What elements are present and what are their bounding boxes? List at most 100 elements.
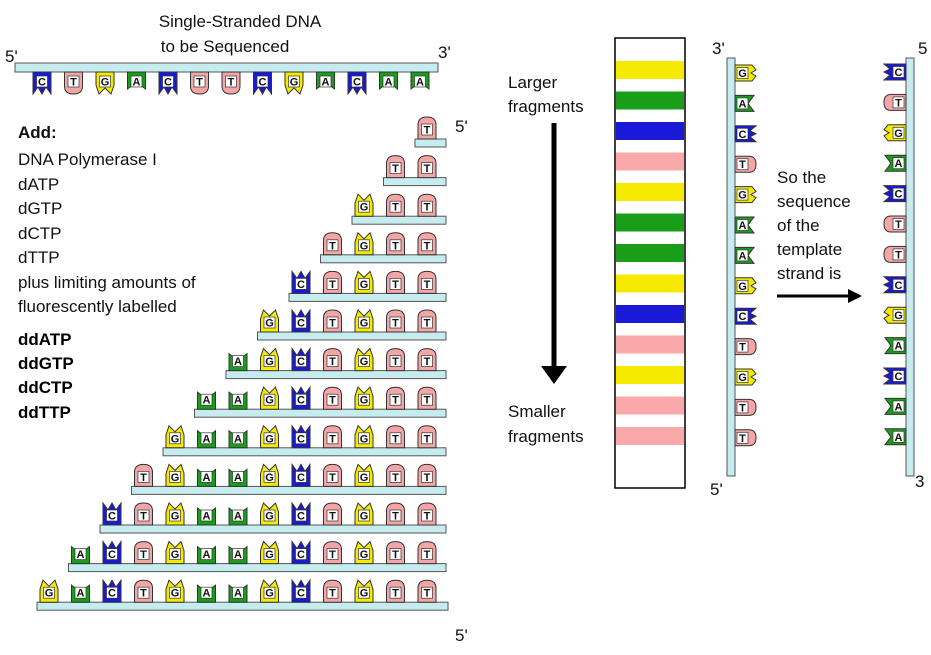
base-letter: T	[424, 125, 431, 137]
base-letter: C	[895, 67, 903, 79]
base-letter: G	[265, 433, 274, 445]
base-letter: T	[329, 356, 336, 368]
thymine-base: T	[134, 579, 153, 603]
conclusion-line: of the	[777, 216, 820, 235]
base-letter: T	[392, 163, 399, 175]
base-letter: T	[329, 279, 336, 291]
thymine-base: T	[386, 579, 405, 603]
base-letter: T	[739, 433, 746, 445]
guanine-base: G	[354, 347, 374, 372]
base-letter: G	[360, 356, 369, 368]
base-letter: C	[108, 549, 116, 561]
thymine-base: T	[323, 386, 342, 410]
guanine-base: G	[354, 463, 374, 487]
cytosine-base: C	[291, 308, 311, 333]
base-letter: G	[360, 588, 369, 600]
conclusion-line: strand is	[777, 264, 841, 283]
base-letter: T	[392, 240, 399, 252]
gel-band	[616, 335, 684, 354]
base-letter: T	[392, 549, 399, 561]
cytosine-base: C	[291, 501, 311, 526]
thymine-base: T	[417, 502, 437, 526]
base-letter: T	[424, 395, 431, 407]
base-letter: C	[297, 549, 305, 561]
cytosine-base: C	[291, 385, 311, 410]
cytosine-base: C	[102, 578, 122, 603]
thymine-base: T	[134, 502, 153, 526]
cytosine-base: C	[102, 501, 122, 526]
base-letter: T	[895, 249, 902, 261]
base-letter: A	[895, 158, 903, 170]
base-letter: C	[739, 311, 747, 323]
base-letter: G	[894, 310, 903, 322]
gel-band	[616, 274, 684, 293]
adenine-base: A	[228, 584, 248, 603]
thymine-base: T	[417, 386, 437, 410]
guanine-base: G	[734, 277, 757, 295]
adenine-base: A	[228, 352, 248, 372]
thymine-base: T	[386, 541, 405, 565]
base-letter: G	[360, 318, 369, 330]
cytosine-base: C	[253, 71, 272, 96]
cytosine-base: C	[291, 578, 311, 603]
guanine-base: G	[734, 186, 757, 204]
base-letter: G	[738, 372, 747, 384]
fragment-strand	[68, 563, 447, 573]
base-letter: G	[171, 588, 180, 600]
adenine-base: A	[197, 545, 216, 565]
thymine-base: T	[417, 541, 437, 565]
thymine-base: T	[734, 429, 757, 447]
base-letter: A	[385, 77, 393, 89]
adenine-base: A	[197, 506, 216, 526]
thymine-base: T	[323, 232, 342, 256]
guanine-base: G	[354, 309, 374, 333]
read-3prime-label: 3'	[712, 39, 725, 58]
gel-band	[616, 305, 684, 323]
base-letter: G	[265, 511, 274, 523]
adenine-base: A	[884, 337, 907, 355]
base-letter: A	[416, 77, 424, 89]
base-letter: T	[739, 159, 746, 171]
size-arrow-head	[541, 366, 567, 384]
fragment-strand	[257, 331, 447, 341]
adenine-base: A	[197, 584, 216, 603]
thymine-base: T	[64, 71, 83, 95]
guanine-base: G	[354, 502, 374, 526]
base-letter: G	[360, 549, 369, 561]
thymine-base: T	[417, 425, 437, 449]
guanine-base: G	[260, 424, 279, 449]
adenine-base: A	[734, 94, 755, 112]
guanine-base: G	[260, 540, 279, 565]
thymine-base: T	[417, 116, 437, 140]
title-line-2: to be Sequenced	[161, 37, 290, 56]
base-letter: A	[234, 433, 242, 445]
cytosine-base: C	[734, 307, 758, 325]
base-letter: A	[234, 356, 242, 368]
base-letter: C	[739, 129, 747, 141]
fragment-strand	[162, 447, 447, 457]
cytosine-base: C	[102, 540, 122, 565]
base-letter: T	[140, 588, 147, 600]
reagent-item: dATP	[18, 175, 59, 194]
base-letter: C	[297, 588, 305, 600]
thymine-base: T	[883, 245, 907, 263]
adenine-base: A	[410, 71, 430, 91]
base-letter: T	[392, 318, 399, 330]
thymine-base: T	[417, 463, 437, 487]
base-letter: A	[895, 341, 903, 353]
base-letter: T	[424, 163, 431, 175]
gel-band	[616, 427, 684, 445]
base-letter: A	[203, 588, 211, 600]
cytosine-base: C	[734, 125, 758, 143]
adenine-base: A	[884, 428, 907, 446]
fragment-strand	[288, 292, 447, 302]
result-strand-backbone	[905, 57, 915, 477]
base-letter: A	[739, 220, 747, 232]
gel-band	[616, 152, 684, 171]
title-line-1: Single-Stranded DNA	[159, 12, 322, 31]
reagent-item: fluorescently labelled	[18, 297, 177, 316]
